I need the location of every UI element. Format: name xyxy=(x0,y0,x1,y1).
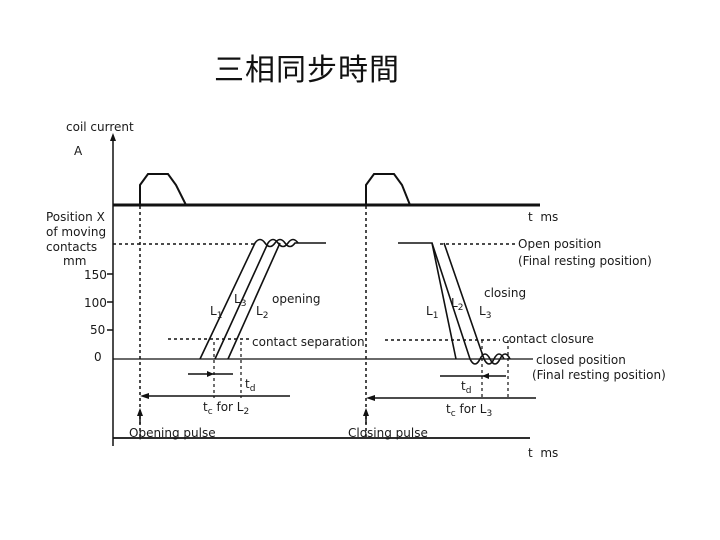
opening-l2-label: L2 xyxy=(256,304,269,321)
tc-open-arrow xyxy=(140,393,149,399)
opening-l1-label: L1 xyxy=(210,304,223,321)
position-label-line2: of moving xyxy=(46,225,107,239)
time-axis-label-bottom: t ms xyxy=(528,446,559,460)
opening-pulse-arrow xyxy=(137,408,143,416)
closing-curve-l2 xyxy=(431,242,511,365)
time-axis-label-top: t ms xyxy=(528,210,559,224)
opening-coil-pulse xyxy=(139,173,187,206)
contact-separation-label: contact separation xyxy=(252,335,365,349)
tick-label-0: 0 xyxy=(94,350,102,364)
tick-label-50: 50 xyxy=(90,323,106,337)
open-position-sublabel: (Final resting position) xyxy=(518,254,652,268)
position-label-line3: contacts xyxy=(46,240,98,254)
position-unit: mm xyxy=(63,254,87,268)
closing-l1-label: L1 xyxy=(426,304,439,321)
td-open-label: td xyxy=(245,377,256,394)
opening-l3-label: L3 xyxy=(234,292,247,309)
closing-pulse-label: Closing pulse xyxy=(348,426,428,440)
closing-coil-pulse xyxy=(365,173,411,206)
opening-label: opening xyxy=(272,292,321,306)
coil-current-label: coil current xyxy=(66,120,134,134)
position-label-line1: Position X xyxy=(46,210,105,224)
td-close-label: td xyxy=(461,379,472,396)
opening-curve-l2 xyxy=(227,242,281,360)
slide-title: 三相同步時間 xyxy=(214,53,400,88)
closing-pulse-arrow xyxy=(363,408,369,416)
open-position-label: Open position xyxy=(518,237,602,251)
opening-pulse-label: Opening pulse xyxy=(129,426,216,440)
tc-open-label: tc for L2 xyxy=(203,400,250,417)
closing-label: closing xyxy=(484,286,527,300)
coil-current-unit: A xyxy=(74,144,83,158)
tick-label-150: 150 xyxy=(84,268,107,282)
opening-curve-l3 xyxy=(214,238,299,360)
opening-curve-l1 xyxy=(199,238,326,360)
td-close-arrow xyxy=(482,373,489,379)
closing-l2-label: L2 xyxy=(451,296,464,313)
closed-position-label: closed position xyxy=(536,353,626,367)
tc-close-arrow xyxy=(366,395,375,401)
contact-closure-label: contact closure xyxy=(502,332,594,346)
closing-curve-l3 xyxy=(443,242,505,365)
closing-l3-label: L3 xyxy=(479,304,492,321)
tc-close-label: tc for L3 xyxy=(446,402,493,419)
vertical-axis-arrow xyxy=(110,133,116,141)
closing-curve-l1 xyxy=(398,242,457,360)
closed-position-sublabel: (Final resting position) xyxy=(532,368,666,382)
td-open-arrow xyxy=(207,371,214,377)
tick-label-100: 100 xyxy=(84,296,107,310)
